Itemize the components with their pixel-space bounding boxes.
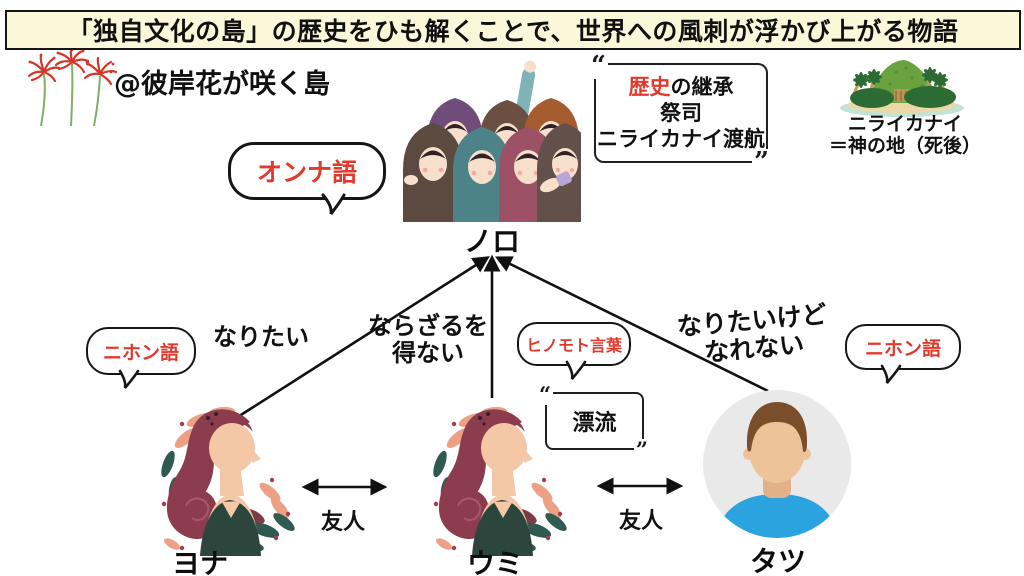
quote-line-3: ニライカナイ渡航 — [597, 127, 765, 152]
yona-language-bubble: ニホン語 — [86, 327, 196, 389]
island-caption-line2: ＝神の地（死後） — [828, 134, 981, 157]
noro-group-illustration — [403, 60, 581, 222]
quote-close-mark: ” — [752, 147, 771, 177]
work-tag-text: @彼岸花が咲く島 — [114, 69, 330, 100]
title-banner: 「独自文化の島」の歴史をひも解くことで、世界への風刺が浮かび上がる物語 — [5, 10, 1021, 50]
yona-language-text: ニホン語 — [102, 341, 179, 364]
yona-name: ヨナ — [171, 547, 228, 576]
tatsu-language-bubble: ニホン語 — [845, 324, 961, 384]
quote-line-2: 祭司 — [660, 100, 702, 125]
edge-label-umi-line2: 得ない — [392, 338, 464, 367]
onna-go-bubble: オンナ語 — [228, 142, 386, 215]
friend-label-right: 友人 — [618, 509, 663, 534]
bubble-tail — [565, 360, 587, 380]
umi-name: ウミ — [466, 547, 523, 576]
quote-line-1: 歴史の継承 — [629, 74, 734, 100]
quote-open-mark: “ — [537, 382, 554, 407]
yona-illustration — [157, 404, 299, 556]
onna-go-bubble-text: オンナ語 — [256, 158, 357, 187]
tatsu-name: タツ — [749, 545, 806, 576]
umi-illustration — [429, 404, 571, 556]
tatsu-language-text: ニホン語 — [864, 337, 941, 360]
page-title: 「独自文化の島」の歴史をひも解くことで、世界への風刺が浮かび上がる物語 — [67, 17, 959, 46]
noro-name: ノロ — [463, 225, 520, 258]
umi-language-text: ヒノモト言葉 — [525, 336, 622, 355]
quote-line-1-highlight: 歴史 — [628, 74, 671, 99]
tatsu-avatar — [703, 390, 851, 538]
quote-line-1-rest: の継承 — [670, 74, 734, 99]
bubble-tail — [321, 193, 346, 215]
quote-open-mark: “ — [589, 51, 608, 81]
spider-lily-icon — [27, 50, 118, 127]
edge-label-umi: ならざるを 得ない — [363, 313, 493, 367]
island-caption-line1: ニライカナイ — [847, 113, 962, 135]
noro-quote-box: “ ” 歴史の継承 祭司 ニライカナイ渡航 — [589, 53, 771, 175]
work-tag: @彼岸花が咲く島 — [114, 62, 330, 101]
island-caption: ニライカナイ ＝神の地（死後） — [820, 113, 990, 158]
friend-label-left: 友人 — [320, 510, 365, 535]
edge-label-umi-line1: ならざるを — [368, 312, 488, 340]
umi-language-bubble: ヒノモト言葉 — [517, 322, 631, 380]
umi-quote-text: 漂流 — [572, 411, 617, 436]
edge-label-yona: なりたい — [213, 323, 309, 351]
bubble-tail — [118, 369, 139, 389]
umi-quote-box: “ ” 漂流 — [537, 384, 650, 460]
quote-close-mark: ” — [633, 437, 650, 462]
island-icon — [840, 60, 964, 117]
bubble-tail — [881, 364, 902, 384]
